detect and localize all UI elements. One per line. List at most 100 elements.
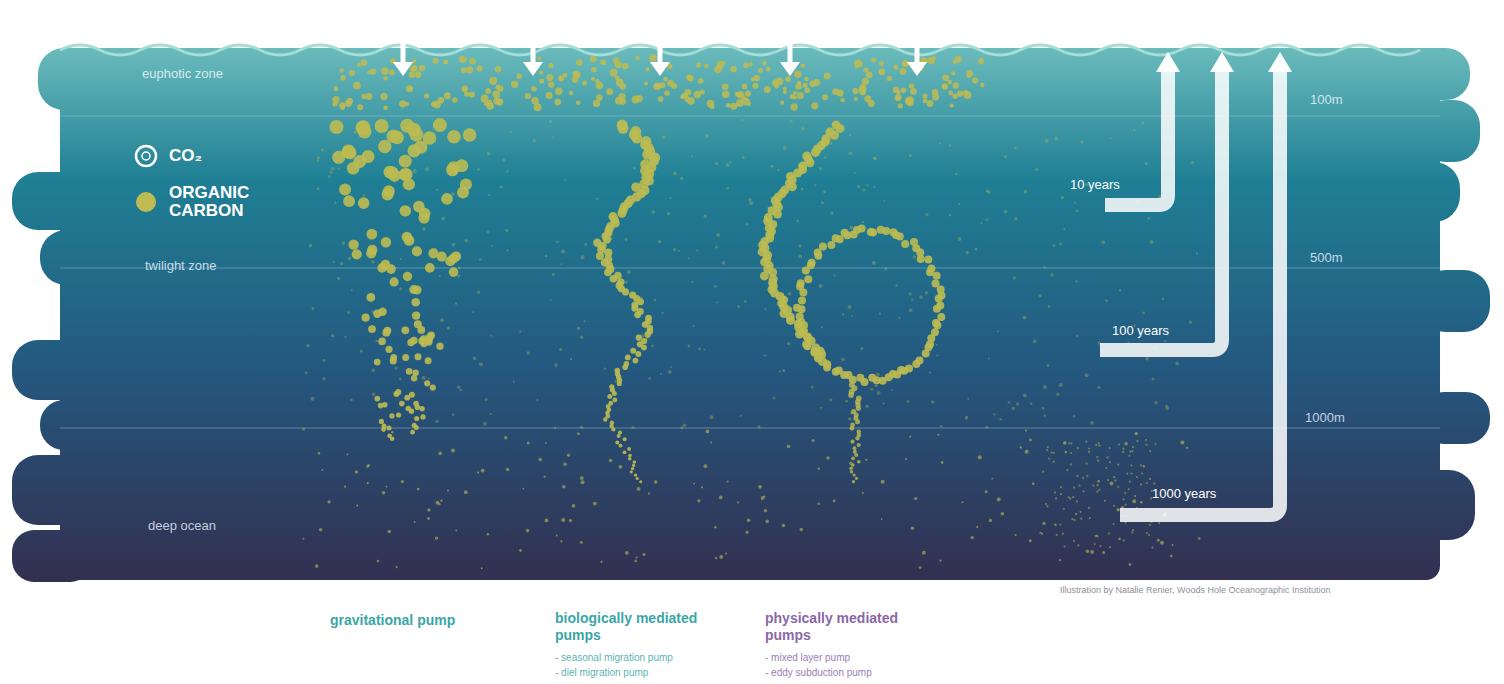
- carbon-dot: [937, 313, 945, 321]
- carbon-dot: [1196, 253, 1198, 255]
- carbon-dot: [368, 325, 376, 333]
- carbon-dot: [725, 553, 727, 555]
- carbon-dot: [1155, 443, 1157, 445]
- carbon-dot: [428, 378, 430, 380]
- timescale-label: 1000 years: [1152, 486, 1216, 501]
- carbon-dot: [385, 346, 392, 353]
- carbon-dot: [409, 71, 416, 78]
- carbon-dot: [577, 327, 580, 330]
- carbon-dot: [615, 75, 620, 80]
- ocean-body: [12, 48, 1490, 582]
- carbon-dot: [901, 240, 909, 248]
- carbon-dot: [696, 63, 701, 68]
- carbon-dot: [1077, 447, 1079, 449]
- carbon-dot: [688, 258, 690, 260]
- carbon-dot: [593, 100, 600, 107]
- carbon-dot: [1189, 320, 1192, 323]
- carbon-dot: [658, 96, 664, 102]
- carbon-dot: [366, 465, 369, 468]
- carbon-dot: [340, 262, 343, 265]
- carbon-dot: [745, 91, 751, 97]
- carbon-dot: [561, 250, 565, 254]
- carbon-dot: [517, 73, 523, 79]
- carbon-dot: [590, 56, 597, 63]
- carbon-dot: [410, 128, 424, 142]
- carbon-dot: [758, 68, 763, 73]
- carbon-dot: [399, 401, 405, 407]
- carbon-dot: [830, 131, 839, 140]
- carbon-dot: [1148, 534, 1150, 536]
- carbon-dot: [396, 412, 401, 417]
- carbon-dot: [883, 200, 885, 202]
- carbon-dot: [1157, 539, 1160, 542]
- carbon-dot: [636, 56, 640, 60]
- carbon-dot: [457, 386, 460, 389]
- pump-item: - eddy subduction pump: [765, 667, 872, 678]
- carbon-dot: [726, 163, 730, 167]
- carbon-dot: [742, 156, 745, 159]
- carbon-dot: [927, 100, 934, 107]
- carbon-dot: [1075, 513, 1077, 515]
- carbon-dot: [1133, 129, 1135, 131]
- carbon-dot: [539, 78, 544, 83]
- carbon-dot: [438, 452, 442, 456]
- carbon-dot: [1128, 455, 1130, 457]
- carbon-dot: [906, 96, 914, 104]
- carbon-dot: [328, 500, 331, 503]
- carbon-dot: [721, 61, 725, 65]
- carbon-dot: [536, 399, 538, 401]
- carbon-dot: [1062, 533, 1064, 535]
- carbon-dot: [857, 460, 861, 464]
- carbon-dot: [877, 391, 881, 395]
- carbon-dot: [823, 360, 831, 368]
- carbon-dot: [355, 470, 358, 473]
- carbon-dot: [419, 213, 430, 224]
- carbon-dot: [646, 336, 649, 339]
- carbon-dot: [875, 384, 878, 387]
- carbon-dot: [704, 215, 707, 218]
- carbon-dot: [393, 391, 399, 397]
- carbon-dot: [922, 94, 927, 99]
- carbon-dot: [334, 86, 339, 91]
- carbon-dot: [437, 252, 447, 262]
- carbon-dot: [1060, 486, 1062, 488]
- carbon-dot: [414, 140, 427, 153]
- carbon-dot: [639, 480, 642, 483]
- carbon-dot: [840, 98, 844, 102]
- carbon-dot: [1023, 316, 1027, 320]
- carbon-dot: [868, 374, 876, 382]
- carbon-dot: [386, 486, 388, 488]
- carbon-dot: [662, 135, 666, 139]
- carbon-dot: [1070, 463, 1072, 465]
- carbon-dot: [444, 92, 451, 99]
- carbon-dot: [332, 96, 339, 103]
- legend-row: CO₂: [133, 142, 279, 170]
- carbon-dot: [1065, 451, 1068, 454]
- carbon-dot: [758, 485, 762, 489]
- carbon-dot: [783, 146, 787, 150]
- carbon-dot: [610, 237, 613, 240]
- carbon-dot: [617, 434, 621, 438]
- carbon-dot: [461, 67, 467, 73]
- carbon-dot: [1073, 487, 1075, 489]
- carbon-dot: [854, 172, 856, 174]
- carbon-dot: [908, 292, 911, 295]
- carbon-dot: [1025, 450, 1029, 454]
- carbon-dot: [487, 231, 489, 233]
- carbon-dot: [790, 120, 793, 123]
- carbon-dot: [357, 104, 363, 110]
- carbon-dot: [881, 480, 885, 484]
- carbon-dot: [464, 239, 468, 243]
- carbon-dot: [406, 85, 413, 92]
- carbon-dot: [1047, 364, 1050, 367]
- carbon-dot: [1072, 496, 1074, 498]
- carbon-dot: [455, 303, 457, 305]
- carbon-dot: [773, 210, 782, 219]
- carbon-dot: [797, 279, 805, 287]
- carbon-dot: [1086, 549, 1090, 553]
- carbon-dot: [1082, 477, 1084, 479]
- carbon-dot: [873, 157, 876, 160]
- carbon-dot: [469, 91, 475, 97]
- carbon-dot: [976, 526, 978, 528]
- carbon-dot: [1088, 451, 1090, 453]
